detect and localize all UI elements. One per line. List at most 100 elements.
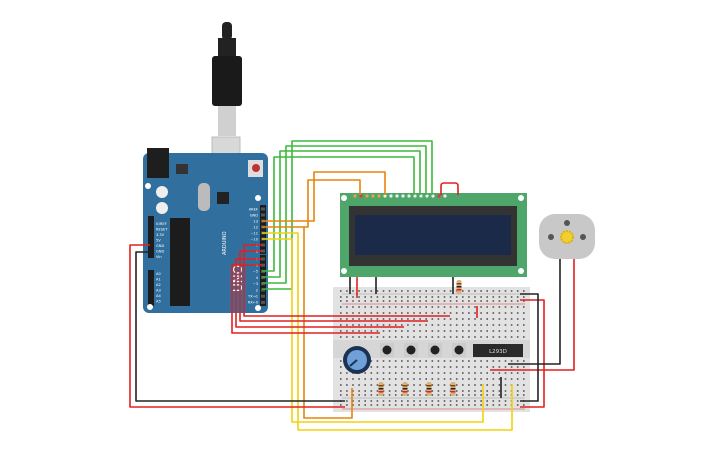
breadboard-hole[interactable]	[492, 404, 495, 406]
breadboard-hole[interactable]	[443, 372, 446, 374]
breadboard-hole[interactable]	[449, 372, 452, 374]
breadboard-hole[interactable]	[340, 296, 342, 298]
breadboard-hole[interactable]	[516, 366, 519, 368]
breadboard-hole[interactable]	[486, 336, 488, 338]
breadboard-hole[interactable]	[431, 290, 434, 292]
breadboard-hole[interactable]	[370, 384, 373, 386]
resistor[interactable]	[378, 382, 384, 396]
breadboard-hole[interactable]	[388, 324, 391, 326]
breadboard-hole[interactable]	[449, 296, 452, 298]
breadboard-hole[interactable]	[449, 336, 452, 338]
breadboard-hole[interactable]	[346, 336, 348, 338]
breadboard-hole[interactable]	[388, 394, 391, 396]
breadboard-hole[interactable]	[388, 404, 391, 406]
breadboard-hole[interactable]	[407, 394, 409, 396]
breadboard-hole[interactable]	[523, 312, 525, 314]
breadboard-hole[interactable]	[462, 360, 464, 362]
breadboard-hole[interactable]	[419, 366, 421, 368]
breadboard-hole[interactable]	[455, 404, 458, 406]
breadboard-hole[interactable]	[468, 394, 470, 396]
pin-socket[interactable]	[261, 294, 265, 298]
breadboard-hole[interactable]	[376, 336, 379, 338]
breadboard-hole[interactable]	[425, 390, 427, 392]
breadboard-hole[interactable]	[504, 366, 507, 368]
breadboard-hole[interactable]	[486, 360, 488, 362]
breadboard-hole[interactable]	[437, 306, 440, 308]
breadboard-hole[interactable]	[401, 404, 403, 406]
breadboard-hole[interactable]	[437, 290, 440, 292]
breadboard-hole[interactable]	[474, 300, 476, 302]
breadboard-hole[interactable]	[419, 324, 421, 326]
breadboard-hole[interactable]	[346, 324, 348, 326]
breadboard-hole[interactable]	[340, 390, 342, 392]
breadboard-hole[interactable]	[358, 296, 360, 298]
breadboard-hole[interactable]	[370, 400, 373, 402]
breadboard-hole[interactable]	[419, 360, 421, 362]
breadboard-hole[interactable]	[437, 318, 440, 320]
breadboard-hole[interactable]	[394, 318, 397, 320]
breadboard-hole[interactable]	[431, 378, 434, 380]
breadboard-hole[interactable]	[407, 378, 409, 380]
lcd-pin[interactable]	[377, 194, 381, 198]
breadboard-hole[interactable]	[370, 378, 373, 380]
breadboard-hole[interactable]	[364, 300, 366, 302]
breadboard-hole[interactable]	[376, 372, 379, 374]
breadboard-hole[interactable]	[462, 378, 464, 380]
breadboard-hole[interactable]	[492, 360, 495, 362]
lcd-pin[interactable]	[407, 194, 411, 198]
breadboard-hole[interactable]	[443, 404, 446, 406]
breadboard-hole[interactable]	[358, 394, 360, 396]
lcd-pin[interactable]	[401, 194, 405, 198]
breadboard-hole[interactable]	[388, 390, 391, 392]
breadboard-hole[interactable]	[401, 378, 403, 380]
breadboard-hole[interactable]	[352, 296, 354, 298]
breadboard-hole[interactable]	[364, 378, 366, 380]
breadboard-hole[interactable]	[523, 318, 525, 320]
breadboard-hole[interactable]	[407, 300, 409, 302]
breadboard-hole[interactable]	[474, 404, 476, 406]
breadboard-hole[interactable]	[523, 290, 525, 292]
breadboard-hole[interactable]	[474, 290, 476, 292]
breadboard-hole[interactable]	[523, 360, 525, 362]
breadboard-hole[interactable]	[523, 390, 525, 392]
breadboard-hole[interactable]	[370, 318, 373, 320]
breadboard-hole[interactable]	[376, 318, 379, 320]
breadboard-hole[interactable]	[462, 366, 464, 368]
breadboard-hole[interactable]	[382, 336, 385, 338]
breadboard-hole[interactable]	[449, 330, 452, 332]
breadboard-hole[interactable]	[480, 378, 482, 380]
breadboard-hole[interactable]	[376, 400, 379, 402]
breadboard-hole[interactable]	[401, 312, 403, 314]
breadboard-hole[interactable]	[510, 330, 513, 332]
pin-socket[interactable]	[261, 213, 265, 217]
breadboard-hole[interactable]	[492, 318, 495, 320]
breadboard-hole[interactable]	[394, 390, 397, 392]
breadboard-hole[interactable]	[394, 300, 397, 302]
breadboard-hole[interactable]	[480, 372, 482, 374]
breadboard-hole[interactable]	[443, 306, 446, 308]
breadboard-hole[interactable]	[419, 390, 421, 392]
breadboard-hole[interactable]	[462, 324, 464, 326]
breadboard-hole[interactable]	[443, 318, 446, 320]
breadboard-hole[interactable]	[340, 306, 342, 308]
lcd-pin[interactable]	[419, 194, 423, 198]
breadboard-hole[interactable]	[510, 290, 513, 292]
breadboard-hole[interactable]	[486, 394, 488, 396]
breadboard-hole[interactable]	[346, 296, 348, 298]
breadboard-hole[interactable]	[407, 330, 409, 332]
breadboard-hole[interactable]	[346, 300, 348, 302]
breadboard-hole[interactable]	[474, 378, 476, 380]
breadboard-hole[interactable]	[376, 290, 379, 292]
breadboard-hole[interactable]	[431, 400, 434, 402]
breadboard-hole[interactable]	[480, 400, 482, 402]
breadboard-hole[interactable]	[498, 394, 501, 396]
breadboard-hole[interactable]	[437, 366, 440, 368]
breadboard-hole[interactable]	[364, 390, 366, 392]
breadboard-hole[interactable]	[370, 300, 373, 302]
breadboard-hole[interactable]	[474, 390, 476, 392]
breadboard-hole[interactable]	[510, 312, 513, 314]
breadboard-hole[interactable]	[376, 312, 379, 314]
breadboard-hole[interactable]	[455, 378, 458, 380]
breadboard-hole[interactable]	[504, 378, 507, 380]
breadboard-hole[interactable]	[346, 372, 348, 374]
